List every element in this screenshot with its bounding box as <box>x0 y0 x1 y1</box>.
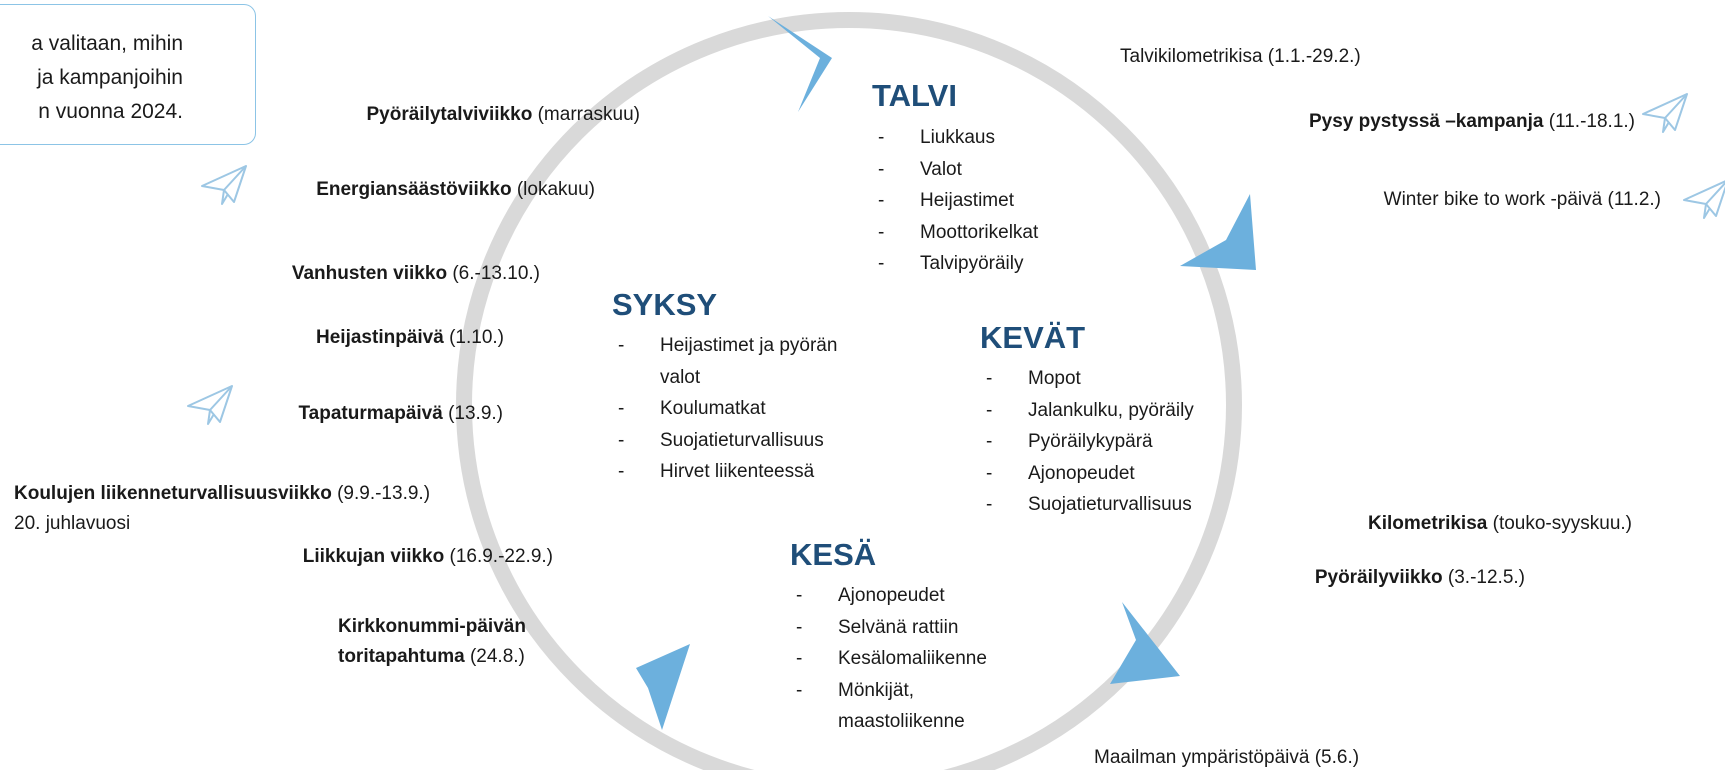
arrow-top-icon <box>768 16 832 112</box>
season-title-talvi: TALVI <box>872 78 957 113</box>
list-item: -Pyöräilykypärä <box>986 431 1153 452</box>
event-liikkujan-viikko: Liikkujan viikko (16.9.-22.9.) <box>302 546 553 567</box>
event-talvikilometrikisa: Talvikilometrikisa (1.1.-29.2.) <box>1120 46 1361 67</box>
event-tapaturmapaiva: Tapaturmapäivä (13.9.) <box>298 403 503 424</box>
paper-plane-icon <box>187 385 233 425</box>
event-energiansaastoviikko: Energiansäästöviikko (lokakuu) <box>316 179 595 200</box>
intro-text: a valitaan, mihin ja kampanjoihin n vuon… <box>31 32 183 123</box>
event-heijastinpaiva: Heijastinpäivä (1.10.) <box>316 327 504 348</box>
list-item: -Hirvet liikenteessä <box>618 461 815 482</box>
event-kilometrikisa: Kilometrikisa (touko-syyskuu.) <box>1368 513 1632 534</box>
season-list-talvi: -Liukkaus -Valot -Heijastimet -Moottorik… <box>870 122 1038 280</box>
intro-box-clip: a valitaan, mihin ja kampanjoihin n vuon… <box>0 0 256 150</box>
season-title-syksy: SYKSY <box>612 287 718 322</box>
event-koulujen-viikko-note: 20. juhlavuosi <box>14 513 131 534</box>
event-vanhusten-viikko: Vanhusten viikko (6.-13.10.) <box>291 263 540 284</box>
list-item: -Ajonopeudet <box>986 462 1135 484</box>
list-item: -Heijastimet ja pyörän valot <box>618 335 838 388</box>
event-pyorailyviikko: Pyöräilyviikko (3.-12.5.) <box>1314 567 1525 588</box>
list-item: -Jalankulku, pyöräily <box>986 399 1194 421</box>
cycle-ring <box>456 12 1242 770</box>
list-item: -Koulumatkat <box>618 398 766 419</box>
event-kirkkonummi-line2: toritapahtuma (24.8.) <box>338 646 525 667</box>
list-item: -Mopot <box>986 368 1081 389</box>
list-item: -Ajonopeudet <box>796 585 945 606</box>
event-kirkkonummi-line1: Kirkkonummi-päivän <box>338 616 526 637</box>
list-item: -Valot <box>878 158 962 180</box>
list-item: -Liukkaus <box>878 127 995 148</box>
list-item: -Heijastimet <box>878 190 1014 211</box>
season-list-kevat: -Mopot -Jalankulku, pyöräily -Pyöräilyky… <box>978 363 1194 521</box>
list-item: -Suojatieturvallisuus <box>986 494 1192 515</box>
season-list-syksy: -Heijastimet ja pyörän valot -Koulumatka… <box>610 330 860 488</box>
list-item: -Moottorikelkat <box>878 221 1039 243</box>
season-title-kesa: KESÄ <box>790 537 877 572</box>
paper-plane-icon <box>201 165 247 205</box>
list-item: -Suojatieturvallisuus <box>618 429 824 451</box>
event-winter-bike: Winter bike to work -päivä (11.2.) <box>1383 189 1661 210</box>
event-pysy-pystyssa: Pysy pystyssä –kampanja (11.-18.1.) <box>1308 111 1635 132</box>
event-koulujen-viikko: Koulujen liikenneturvallisuusviikko (9.9… <box>14 483 431 504</box>
list-item: -Kesälomaliikenne <box>796 648 987 669</box>
list-item: -Mönkijät, maastoliikenne <box>796 679 965 733</box>
arrow-bottom-right-icon <box>1110 602 1180 684</box>
intro-box: a valitaan, mihin ja kampanjoihin n vuon… <box>0 4 256 145</box>
season-list-kesa: -Ajonopeudet -Selvänä rattiin -Kesälomal… <box>788 580 1038 738</box>
arrow-right-icon <box>1180 194 1256 270</box>
event-ymparistopaiva: Maailman ympäristöpäivä (5.6.) <box>1094 747 1360 768</box>
season-title-kevat: KEVÄT <box>980 320 1086 355</box>
list-item: -Selvänä rattiin <box>796 616 959 638</box>
arrow-bottom-left-icon <box>636 644 690 730</box>
paper-plane-icon <box>1642 93 1688 133</box>
paper-plane-icon <box>1683 179 1725 219</box>
list-item: -Talvipyöräily <box>878 253 1024 274</box>
event-pyorailytalviviikko: Pyöräilytalviviikko (marraskuu) <box>366 104 640 125</box>
